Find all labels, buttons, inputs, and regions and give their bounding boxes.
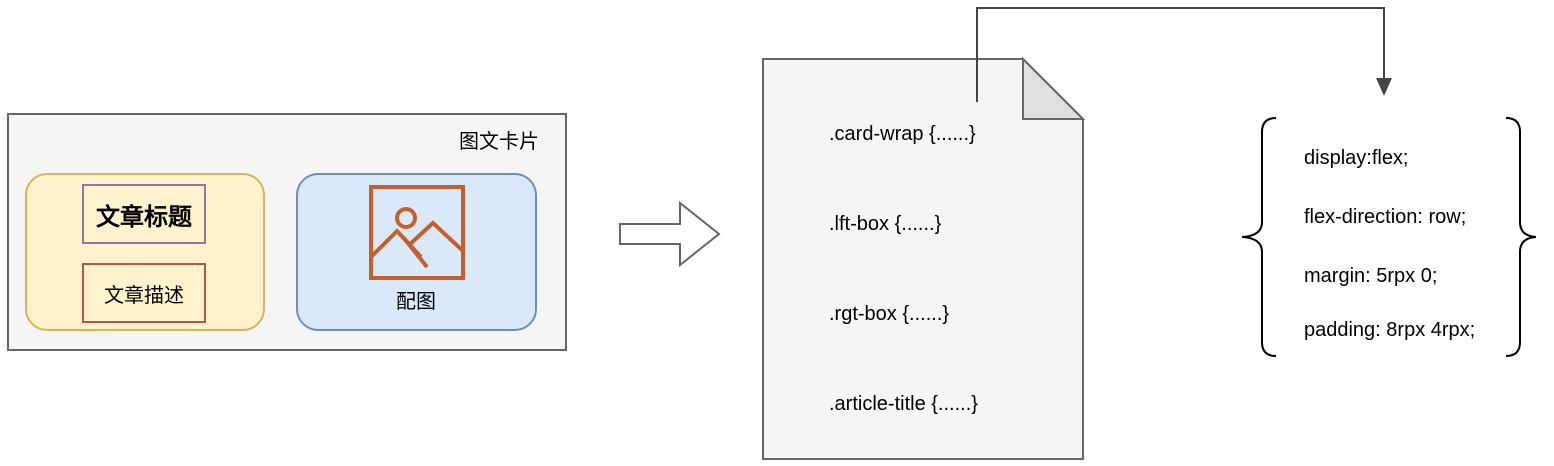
transform-arrow-icon (619, 200, 721, 268)
prop-margin: margin: 5rpx 0; (1304, 265, 1438, 287)
card-caption: 图文卡片 (459, 131, 539, 153)
article-title-box: 文章标题 (82, 184, 206, 244)
prop-display: display:flex; (1304, 147, 1409, 169)
left-box (25, 173, 265, 331)
connector-arrow (976, 7, 1392, 102)
prop-flex-direction: flex-direction: row; (1304, 206, 1467, 228)
curly-braces (1241, 117, 1536, 357)
rule-rgt-box: .rgt-box {......} (829, 303, 950, 325)
article-desc-box: 文章描述 (82, 263, 206, 323)
image-label: 配图 (396, 291, 436, 313)
rule-article-title: .article-title {......} (829, 393, 978, 415)
image-icon (369, 185, 465, 280)
rule-card-wrap: .card-wrap {......} (829, 123, 976, 145)
stylesheet-document (762, 56, 1086, 460)
prop-padding: padding: 8rpx 4rpx; (1304, 319, 1476, 341)
rule-lft-box: .lft-box {......} (829, 213, 942, 235)
